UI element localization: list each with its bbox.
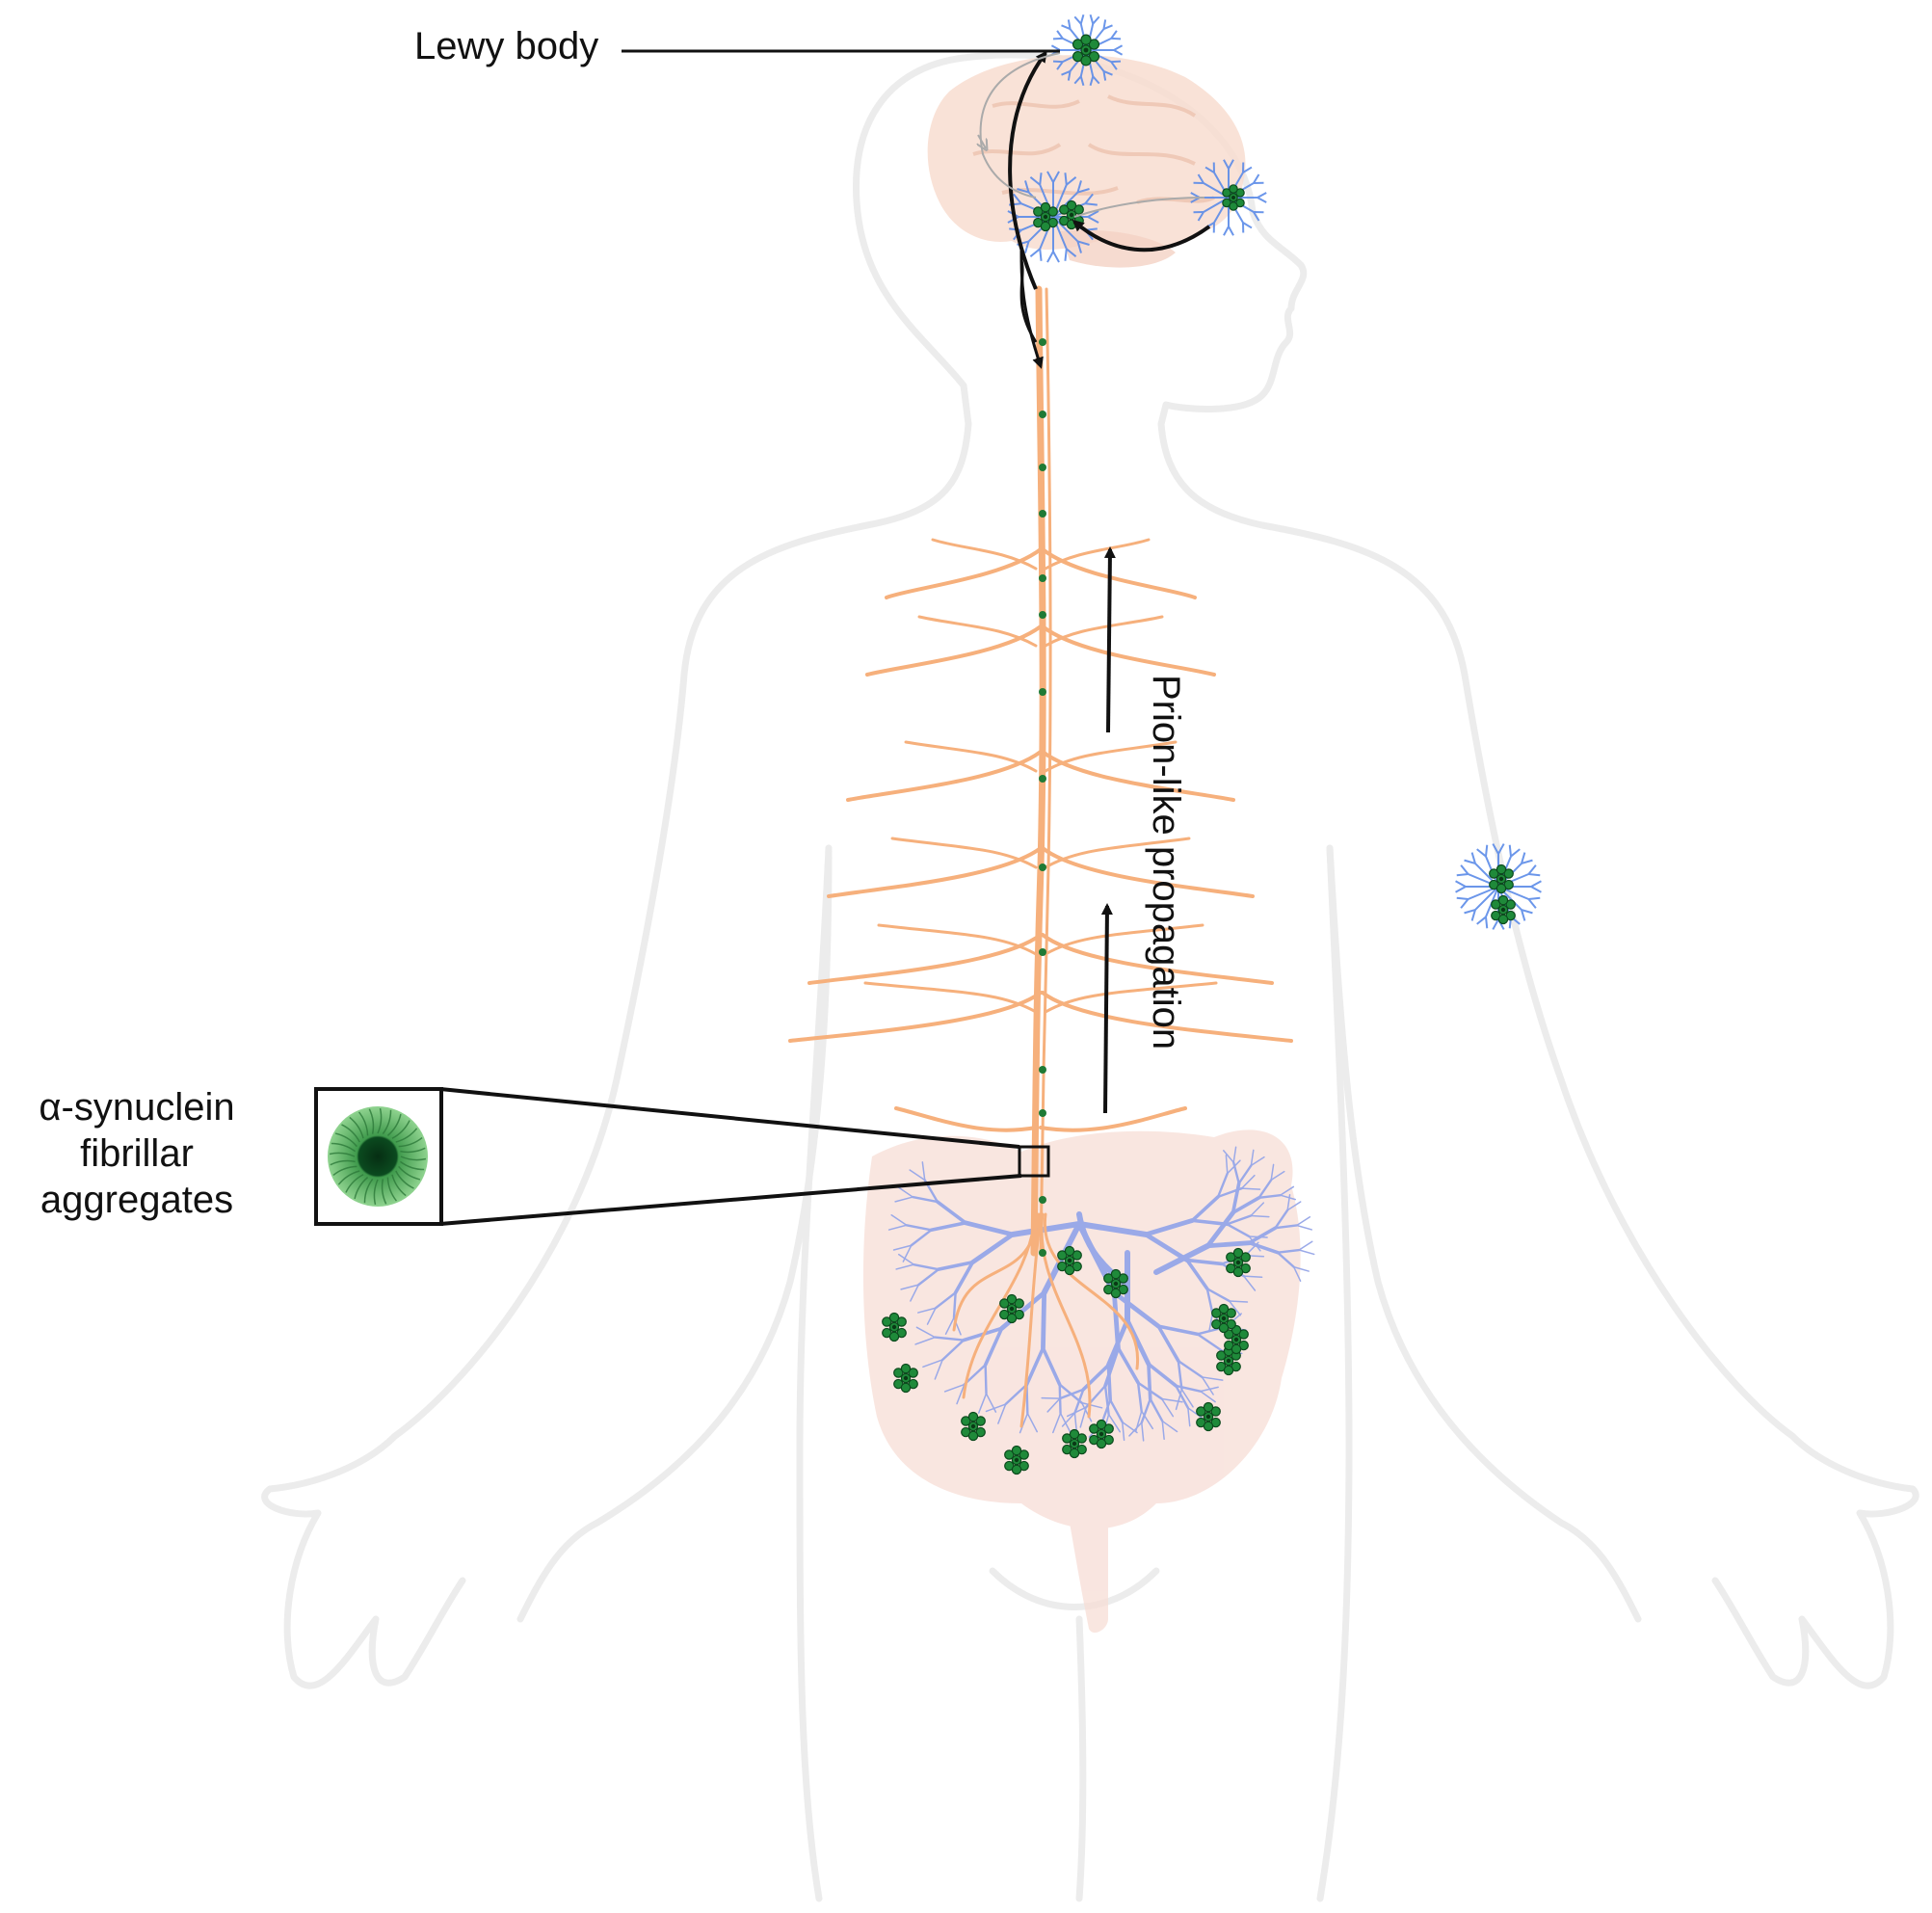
neuron-dendrite [1461, 899, 1468, 908]
nerve-branch-right [1041, 1108, 1185, 1130]
neuron-dendrite [1531, 887, 1541, 892]
neuron-dendrite [1510, 845, 1511, 857]
vessel-branch [954, 1292, 956, 1317]
nerve-branch-left [896, 1108, 1036, 1130]
vessel-branch [1043, 1292, 1044, 1348]
neuron-dendrite [1091, 14, 1094, 23]
alpha-synuclein-label: α-synuclein fibrillar aggregates [21, 1084, 252, 1223]
neuron-dendrite [1053, 252, 1059, 262]
neuron-dendrite [1486, 917, 1487, 928]
neuron-dendrite [1528, 898, 1540, 899]
nerve-branch-right [1043, 626, 1214, 675]
neuron-dendrite [1493, 919, 1498, 929]
neuron-dendrite [1257, 193, 1266, 198]
lewy-aggregate [1490, 864, 1514, 892]
vessel-branch [986, 1365, 987, 1394]
vessel-branch [1251, 1215, 1269, 1216]
vessel-branch [1207, 1243, 1249, 1246]
neuron-dendrite [1111, 62, 1121, 63]
vessel-branch [1244, 1276, 1262, 1277]
spinal-dot [1039, 411, 1046, 418]
neuron-dendrite [1081, 14, 1084, 23]
prion-propagation-label: Prion-like propagation [1143, 675, 1189, 1049]
neuron-dendrite [1114, 45, 1123, 50]
neuron-dendrite [1461, 865, 1468, 874]
spinal-dot [1039, 1196, 1046, 1204]
spinal-dot [1039, 1249, 1046, 1257]
vessel-branch [1042, 1398, 1060, 1399]
neuron-dendrite [1477, 849, 1486, 856]
spinal-dot [1039, 948, 1046, 956]
nerve-branch-left [867, 626, 1041, 675]
neuron-dendrite [1040, 249, 1041, 261]
neuron-dendrite [1111, 39, 1121, 40]
neuron-dendrite [1093, 16, 1098, 23]
spinal-dot [1039, 338, 1046, 346]
neuron-dendrite [1057, 31, 1063, 39]
neuron-dendrite [1486, 845, 1487, 857]
neuron-dendrite [1085, 203, 1098, 204]
vessel-branch [1108, 1365, 1110, 1399]
nerve-twig-right [1045, 540, 1149, 569]
neuron-dendrite [1111, 31, 1117, 39]
neuron-dendrite [1053, 39, 1063, 40]
neuron-dendrite [1511, 849, 1520, 856]
neuron-dendrite [1528, 899, 1535, 908]
neuron-dendrite [1254, 174, 1258, 183]
spinal-dot [1039, 1066, 1046, 1074]
neuron-dendrite [1456, 887, 1466, 892]
lewy-body-label: Lewy body [414, 23, 598, 69]
neuron-dendrite [1456, 881, 1466, 887]
nerve-twig-left [933, 540, 1036, 569]
neuron-dendrite [1477, 917, 1486, 923]
neuron-dendrite [1047, 252, 1053, 262]
alpha-synuclein-label-line2: fibrillar [21, 1130, 252, 1177]
synuclein-fibril-icon [328, 1106, 428, 1207]
nerve-branch-left [848, 752, 1041, 800]
neuron-dendrite [1528, 874, 1540, 875]
neuron-dendrite [1531, 881, 1541, 887]
neuron-dendrite [1051, 45, 1060, 50]
alpha-synuclein-label-line3: aggregates [21, 1177, 252, 1223]
neuron-dendrite [1229, 226, 1233, 235]
neuron-dendrite [1074, 16, 1080, 23]
neuron-dendrite [1457, 898, 1469, 899]
neuron-dendrite [1030, 249, 1040, 256]
spinal-dot [1039, 510, 1046, 518]
nerve-branch-right [1043, 549, 1195, 598]
neuron-dendrite [1114, 50, 1123, 55]
neuron-dendrite [1065, 249, 1066, 261]
nerve-twig-right [1045, 617, 1162, 646]
nerve-twig-left [919, 617, 1036, 646]
neuron-dendrite [1040, 173, 1041, 185]
neuron-dendrite [1528, 865, 1535, 874]
neuron-dendrite [1257, 198, 1266, 202]
spinal-dot [1039, 1109, 1046, 1117]
spinal-dot [1039, 611, 1046, 619]
prion-propagation-arrows [1105, 549, 1110, 1113]
neuron-dendrite [1224, 226, 1229, 235]
vessel-branch [1297, 1217, 1310, 1226]
spinal-dot [1039, 464, 1046, 471]
vessel-branch [1149, 1364, 1151, 1398]
neuron-dendrite [1243, 223, 1252, 227]
spinal-dot [1039, 688, 1046, 696]
alpha-synuclein-label-line1: α-synuclein [21, 1084, 252, 1130]
neuron-dendrite [1065, 173, 1066, 185]
neuron-dendrite [1053, 62, 1063, 63]
vessel-branch [1299, 1250, 1314, 1254]
spinal-dot [1039, 864, 1046, 871]
neuron-dendrite [1457, 874, 1469, 875]
spinal-dot [1039, 574, 1046, 582]
vessel-branch [1299, 1241, 1312, 1250]
nerve-branch-left [887, 549, 1041, 598]
spinal-dot [1039, 775, 1046, 783]
